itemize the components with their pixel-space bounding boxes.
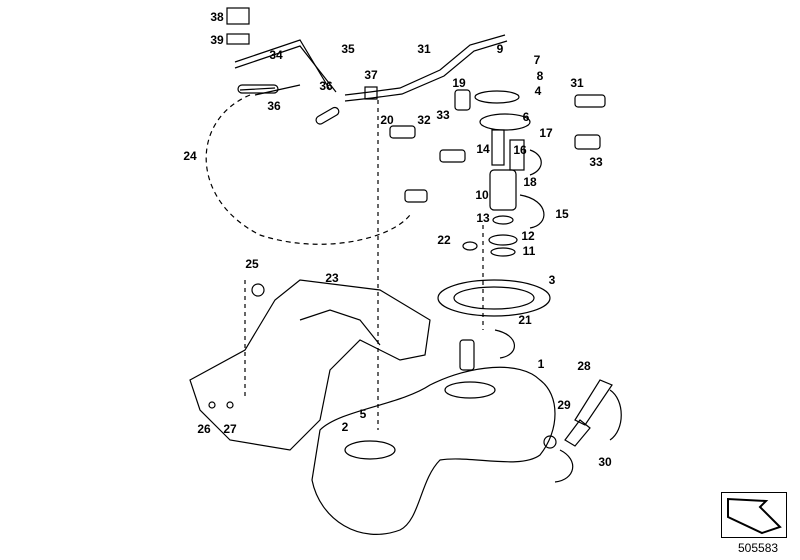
callout-1: 1 xyxy=(537,357,545,371)
callout-5: 5 xyxy=(359,407,367,421)
callout-33: 33 xyxy=(436,108,450,122)
callout-17: 17 xyxy=(539,126,553,140)
callout-12: 12 xyxy=(521,229,535,243)
callout-20: 20 xyxy=(380,113,394,127)
hose-29 xyxy=(564,419,591,447)
hose-31 xyxy=(344,34,506,96)
callout-16: 16 xyxy=(513,143,527,157)
part-39 xyxy=(226,33,250,45)
reference-view-box xyxy=(721,492,787,538)
vent-line-dashed xyxy=(205,94,411,245)
callout-2: 2 xyxy=(341,420,349,434)
callout-7: 7 xyxy=(533,53,541,67)
callout-14: 14 xyxy=(476,142,490,156)
callout-9: 9 xyxy=(496,42,504,56)
callout-19: 19 xyxy=(452,76,466,90)
callout-35: 35 xyxy=(341,42,355,56)
callout-31: 31 xyxy=(570,76,584,90)
callout-18: 18 xyxy=(523,175,537,189)
callout-32: 32 xyxy=(417,113,431,127)
callout-34: 34 xyxy=(269,48,283,62)
hose-28 xyxy=(574,379,613,426)
callout-24: 24 xyxy=(183,149,197,163)
callout-36: 36 xyxy=(267,99,281,113)
pump-ring-6 xyxy=(479,113,531,131)
callout-21: 21 xyxy=(518,313,532,327)
callout-31: 31 xyxy=(417,42,431,56)
callout-36: 36 xyxy=(319,79,333,93)
callout-33: 33 xyxy=(589,155,603,169)
callout-4: 4 xyxy=(534,84,542,98)
callout-26: 26 xyxy=(197,422,211,436)
arrow-view-icon xyxy=(727,497,782,535)
tank-cover-23 xyxy=(189,279,431,451)
callout-27: 27 xyxy=(223,422,237,436)
callout-15: 15 xyxy=(555,207,569,221)
callout-29: 29 xyxy=(557,398,571,412)
part-25 xyxy=(251,283,265,297)
callout-10: 10 xyxy=(475,188,489,202)
callout-22: 22 xyxy=(437,233,451,247)
tank-flange-ring-3 xyxy=(437,279,551,317)
callout-6: 6 xyxy=(522,110,530,124)
diagram-reference-number: 505583 xyxy=(738,541,779,555)
callout-38: 38 xyxy=(210,10,224,24)
callout-28: 28 xyxy=(577,359,591,373)
callout-25: 25 xyxy=(245,257,259,271)
part-38 xyxy=(226,7,250,25)
callout-39: 39 xyxy=(210,33,224,47)
callout-11: 11 xyxy=(522,244,536,258)
fuel-pump-10 xyxy=(489,169,517,211)
callout-13: 13 xyxy=(476,211,490,225)
callout-8: 8 xyxy=(536,69,544,83)
fuel-tank-1 xyxy=(311,366,556,535)
callout-23: 23 xyxy=(325,271,339,285)
callout-3: 3 xyxy=(548,273,556,287)
callout-37: 37 xyxy=(364,68,378,82)
hose-34 xyxy=(234,39,331,91)
pump-flange-4 xyxy=(474,90,520,104)
callout-30: 30 xyxy=(598,455,612,469)
